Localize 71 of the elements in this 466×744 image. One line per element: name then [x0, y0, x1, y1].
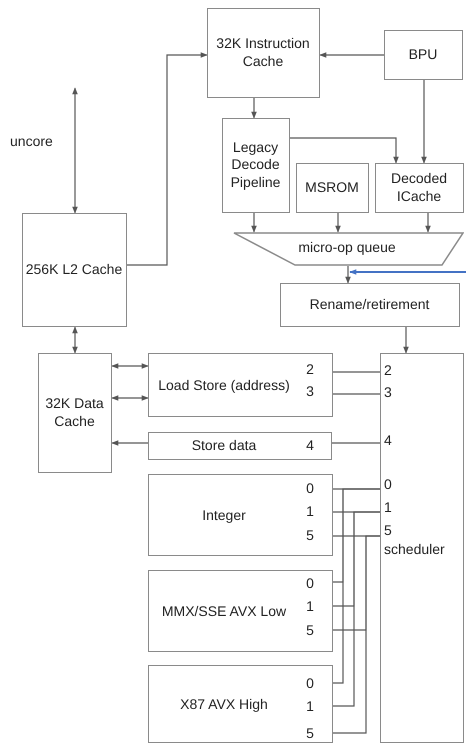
node-label: 256K L2 Cache: [26, 260, 122, 278]
arrow: [111, 363, 149, 369]
arrow: [319, 52, 384, 58]
cache-box: [22, 213, 127, 327]
execution-unit-box: [148, 432, 332, 460]
process-box: [384, 30, 463, 80]
node-label: Rename/retirement: [310, 296, 430, 314]
connector-line: [333, 535, 380, 734]
connector-line: [332, 442, 380, 444]
arrow: [111, 395, 149, 401]
arrow: [251, 213, 257, 233]
arrow: [421, 80, 427, 164]
execution-unit-box: [148, 474, 333, 556]
arrow: [349, 269, 466, 275]
port-number: 4: [306, 437, 314, 455]
unit-label: Store data: [192, 437, 256, 455]
unit-label: scheduler: [384, 541, 445, 559]
port-number: 2: [384, 362, 392, 380]
node-label: BPU: [408, 46, 438, 64]
node-label: micro-op queue: [298, 238, 396, 256]
unit-label: Integer: [202, 507, 246, 525]
connector-line: [333, 393, 380, 395]
node-label: MSROM: [305, 178, 359, 196]
process-box: [296, 163, 369, 213]
port-number: 3: [384, 384, 392, 402]
port-number: 1: [384, 499, 392, 517]
cache-box: [38, 353, 112, 473]
connector-line: [333, 511, 380, 707]
port-number: 0: [306, 480, 314, 498]
cache-box: [375, 163, 464, 213]
unit-label: MMX/SSE AVX Low: [162, 603, 286, 621]
unit-label: Load Store (address): [158, 377, 290, 395]
execution-unit-box: [148, 570, 333, 652]
arrow: [345, 266, 351, 284]
node-label: 32K Instruction Cache: [215, 35, 311, 70]
port-number: 5: [306, 622, 314, 640]
cache-box: [207, 8, 320, 98]
port-number: 1: [306, 503, 314, 521]
port-number: 3: [306, 383, 314, 401]
unit-label: X87 AVX High: [180, 696, 268, 714]
arrow: [425, 213, 431, 233]
node-label: Legacy Decode Pipeline: [230, 139, 282, 191]
arrow: [290, 137, 399, 164]
arrow: [403, 327, 409, 354]
region-label: uncore: [10, 133, 53, 149]
execution-unit-box: [148, 665, 333, 743]
arrow: [335, 213, 341, 233]
arrow: [72, 326, 78, 354]
port-number: 5: [384, 522, 392, 540]
arrow: [72, 87, 78, 214]
queue-trapezoid: [233, 232, 464, 266]
port-number: 0: [306, 575, 314, 593]
scheduler-box: [380, 353, 464, 743]
arrow: [251, 98, 257, 119]
port-number: 1: [306, 598, 314, 616]
process-box: [280, 283, 460, 327]
port-number: 2: [306, 361, 314, 379]
connector-line: [333, 371, 380, 373]
process-box: [222, 118, 290, 213]
port-number: 5: [306, 725, 314, 743]
port-number: 0: [306, 675, 314, 693]
connector-line: [333, 488, 380, 684]
port-number: 0: [384, 476, 392, 494]
port-number: 1: [306, 698, 314, 716]
node-label: 32K Data Cache: [44, 395, 105, 430]
port-number: 5: [306, 527, 314, 545]
execution-unit-box: [148, 353, 333, 417]
port-number: 4: [384, 432, 392, 450]
arrow: [127, 52, 208, 266]
node-label: Decoded ICache: [390, 170, 448, 205]
arrow: [111, 440, 148, 446]
